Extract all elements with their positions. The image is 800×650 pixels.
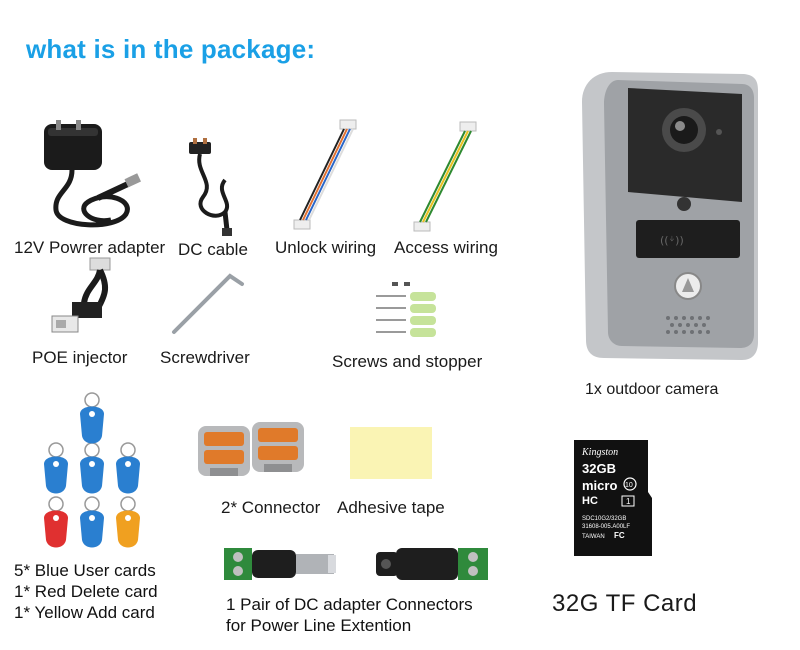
tape-label: Adhesive tape: [337, 498, 445, 517]
page-title: what is in the package:: [26, 34, 316, 64]
rfid-cards-image: [44, 392, 140, 548]
dc-connectors-text: 1 Pair of DC adapter Connectors for Powe…: [226, 594, 473, 636]
sd-code: 31608-005.A00LF: [582, 524, 630, 530]
dc-connector-female-image: [376, 548, 488, 580]
screws-image: [376, 282, 436, 337]
access-wiring-image: [413, 121, 477, 232]
connector-label: 2* Connector: [221, 498, 321, 517]
sd-card-image: Kingston 32GB micro HC 10 1 SDC10G2/32GB…: [574, 440, 654, 561]
sd-uhs: 1: [626, 497, 631, 506]
sd-hc: HC: [582, 495, 598, 507]
poe-injector-image: [51, 257, 111, 333]
adhesive-tape-image: [350, 427, 432, 479]
sd-model: SDC10G2/32GB: [582, 516, 626, 522]
access-wiring-label: Access wiring: [394, 238, 498, 257]
sd-class: 10: [625, 482, 633, 489]
connectors-image: [198, 422, 304, 476]
sd-micro-logo: micro: [582, 478, 617, 493]
unlock-wiring-image: [293, 119, 357, 230]
sd-capacity: 32GB: [582, 461, 616, 476]
camera-label: 1x outdoor camera: [585, 381, 719, 398]
dc-cable-label: DC cable: [178, 240, 248, 259]
sd-fc: FC: [614, 531, 625, 540]
power-adapter-image: [44, 120, 141, 228]
adapter-label: 12V Powrer adapter: [14, 238, 166, 257]
cards-line: 1* Yellow Add card: [14, 603, 155, 622]
sd-origin: TAIWAN: [582, 534, 605, 540]
screwdriver-label: Screwdriver: [160, 348, 250, 367]
tf-card-label: 32G TF Card: [552, 590, 698, 617]
cards-list: 5* Blue User cards 1* Red Delete card 1*…: [14, 560, 158, 623]
dc-connectors-line: for Power Line Extention: [226, 616, 412, 635]
dc-cable-image: [189, 138, 232, 236]
screws-label: Screws and stopper: [332, 352, 483, 371]
poe-injector-label: POE injector: [32, 348, 128, 367]
outdoor-camera-image: ((ᛎ)): [582, 72, 758, 360]
svg-text:((ᛎ)): ((ᛎ)): [660, 234, 684, 247]
dc-connectors-line: 1 Pair of DC adapter Connectors: [226, 595, 473, 614]
cards-line: 5* Blue User cards: [14, 561, 156, 580]
dc-connector-male-image: [224, 548, 336, 580]
screwdriver-image: [172, 273, 244, 334]
unlock-wiring-label: Unlock wiring: [275, 238, 377, 257]
cards-line: 1* Red Delete card: [14, 582, 158, 601]
sd-brand: Kingston: [581, 447, 618, 458]
